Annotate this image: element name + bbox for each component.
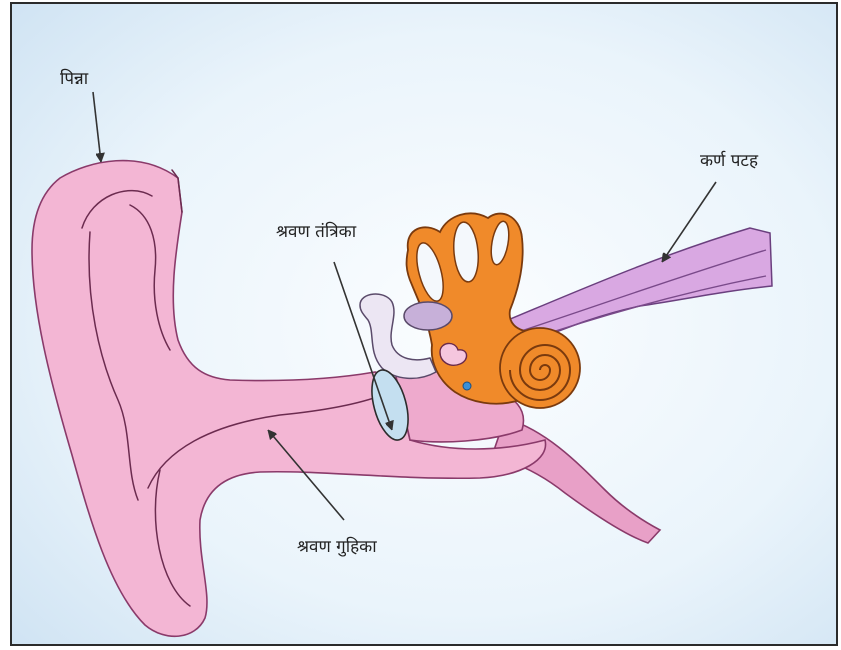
karn-patah-label: कर्ण पटह <box>700 150 759 171</box>
shravan-guhika-label: श्रवण गुहिका <box>297 536 377 557</box>
pinna-label: पिन्ना <box>60 68 89 89</box>
ossicle-blob <box>404 302 452 330</box>
blue-dot <box>463 382 471 390</box>
cochlea <box>500 328 580 408</box>
shravan-tantrika-label: श्रवण तंत्रिका <box>276 221 357 242</box>
